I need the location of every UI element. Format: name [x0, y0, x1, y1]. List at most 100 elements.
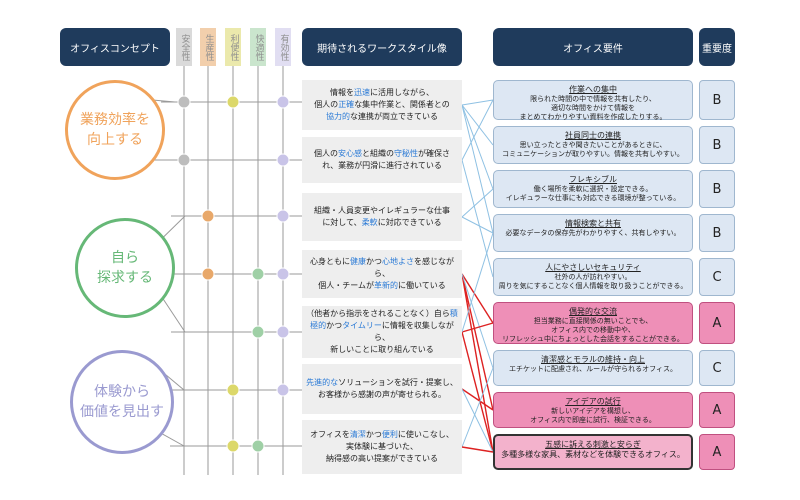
workstyle-requirement-link — [461, 99, 494, 161]
concept-link — [152, 99, 176, 103]
workstyle-requirement-link — [461, 273, 494, 453]
importance-badge: C — [699, 258, 735, 296]
workstyle-box: 先進的なソリューションを試行・提案し、お客様から感謝の声が寄せられる。 — [302, 364, 462, 414]
importance-badge: B — [699, 126, 735, 164]
criterion-dot — [177, 153, 191, 167]
workstyle-box: 情報を迅速に活用しながら、個人の正確な集中作業と、関係者との協力的な連携が両立で… — [302, 80, 462, 130]
workstyle-keyword: 協力的 — [325, 112, 350, 121]
concept-circle: 体験から価値を見出す — [70, 350, 174, 454]
requirement-title: 偶発的な交流 — [569, 307, 617, 316]
workstyle-text: に対応できている — [377, 218, 442, 227]
header-requirement: オフィス要件 — [493, 28, 693, 66]
workstyle-text: かつ — [365, 430, 382, 439]
requirement-title: 作業への集中 — [569, 85, 617, 94]
workstyle-requirement-link — [461, 273, 494, 411]
requirement-description: 適切な時間をかけて情報を — [551, 104, 635, 112]
requirement-card: 人にやさしいセキュリティ社外の人が訪れやすい。周りを気にすることなく個人情報を取… — [493, 258, 693, 296]
criterion-header: 生産性 — [200, 28, 216, 66]
workstyle-box: 心身ともに健康かつ心地よさを感じながら、個人・チームが革新的に働いている — [302, 250, 462, 298]
criterion-dot — [226, 383, 240, 397]
workstyle-box: （他者から指示をされることなく）自ら積極的かつタイムリーに情報を収集しながら、新… — [302, 306, 462, 358]
workstyle-keyword: 革新的 — [374, 281, 398, 290]
workstyle-requirement-link — [461, 367, 494, 448]
requirement-description: 働く場所を柔軟に選択・設定できる。 — [533, 185, 653, 193]
requirement-title: アイデアの試行 — [565, 397, 621, 406]
workstyle-requirement-link — [461, 331, 494, 453]
workstyle-requirement-link — [461, 232, 494, 333]
workstyle-text: な集中作業と、関係者との — [354, 100, 450, 109]
criterion-dot — [276, 209, 290, 223]
requirement-description: 担当業務に直接関係の無いことでも、 — [533, 317, 653, 325]
workstyle-requirement-link — [461, 216, 494, 234]
concept-circle: 自ら探求する — [75, 218, 175, 318]
workstyle-text: 個人・チームが — [318, 281, 374, 290]
workstyle-keyword: 健康 — [350, 257, 366, 266]
workstyle-text: 情報を — [329, 88, 354, 97]
requirement-title: 人にやさしいセキュリティ — [545, 263, 641, 272]
requirement-card: 偶発的な交流担当業務に直接関係の無いことでも、オフィス内での移動中や、リフレッシ… — [493, 302, 693, 344]
concept-label: 向上する — [87, 132, 143, 148]
workstyle-keyword: 便利 — [381, 430, 398, 439]
workstyle-keyword: 柔軟 — [361, 218, 378, 227]
criterion-dot — [276, 383, 290, 397]
concept-label: 価値を見出す — [80, 404, 164, 420]
workstyle-text: （他者から指示をされることなく）自ら — [306, 309, 450, 318]
criterion-dot — [251, 267, 265, 281]
workstyle-keyword: 心地よさ — [382, 257, 414, 266]
importance-badge: A — [699, 302, 735, 344]
workstyle-keyword: 積 — [449, 309, 458, 318]
workstyle-keyword: 先進的な — [306, 378, 339, 387]
workstyle-keyword: 清潔 — [349, 430, 366, 439]
requirement-title: 社員同士の連携 — [565, 131, 621, 140]
importance-badge: B — [699, 170, 735, 208]
workstyle-text: に働いている — [398, 281, 446, 290]
requirement-card: 作業への集中限られた時間の中で情報を共有したり、適切な時間をかけて情報をまとめて… — [493, 80, 693, 121]
workstyle-text: オフィスを — [310, 430, 350, 439]
requirement-card: アイデアの試行新しいアイデアを構想し、オフィス内で即座に試行、検証できる。 — [493, 392, 693, 428]
requirement-description: 思い立ったときや聞きたいことがあるときに、 — [519, 141, 667, 149]
criterion-dot — [226, 95, 240, 109]
criterion-header: 安全性 — [176, 28, 192, 66]
workstyle-text: れ、業務が円滑に進行されている — [322, 161, 442, 170]
header-importance: 重要度 — [699, 28, 735, 66]
workstyle-text: に情報を収集しながら、 — [374, 321, 454, 342]
requirement-description: リフレッシュ中にちょっとした会話をすることができる。 — [502, 335, 684, 343]
criterion-dot — [177, 95, 191, 109]
workstyle-text: が確保さ — [418, 149, 450, 158]
requirement-title: 情報検索と共有 — [565, 219, 621, 228]
workstyle-requirement-link — [461, 188, 494, 218]
workstyle-requirement-link — [461, 104, 494, 190]
requirement-title: 清潔感とモラルの維持・向上 — [541, 355, 645, 364]
requirement-title: フレキシブル — [569, 175, 617, 184]
workstyle-text: 心身ともに — [310, 257, 350, 266]
requirement-description: 限られた時間の中で情報を共有したり、 — [530, 95, 656, 103]
requirement-description: 多種多様な家具、素材などを体験できるオフィス。 — [501, 450, 685, 459]
criterion-header: 快適性 — [250, 28, 266, 66]
requirement-description: 社外の人が訪れやすい。 — [554, 273, 632, 281]
workstyle-keyword: 守秘性 — [394, 149, 418, 158]
workstyle-requirement-link — [461, 446, 494, 453]
requirement-description: エチケットに配慮され、ルールが守られるオフィス。 — [509, 365, 677, 373]
criterion-dot — [276, 267, 290, 281]
workstyle-text: 組織・人員変更やイレギュラーな仕事 — [314, 206, 450, 215]
workstyle-keyword: 極的 — [310, 321, 327, 330]
workstyle-requirement-link — [461, 322, 494, 333]
workstyle-requirement-link — [461, 388, 494, 453]
workstyle-requirement-link — [461, 273, 494, 324]
requirement-title: 五感に訴える刺激と安らぎ — [545, 440, 641, 449]
workstyle-requirement-link — [461, 388, 494, 411]
requirement-description: 必要なデータの保存先がわかりやすく、共有しやすい。 — [505, 229, 681, 237]
workstyle-text: を感じながら、 — [374, 257, 454, 278]
concept-link — [160, 432, 185, 447]
concept-label: 探求する — [97, 270, 153, 286]
workstyle-box: 組織・人員変更やイレギュラーな仕事に対して、柔軟に対応できている — [302, 193, 462, 241]
concept-link — [162, 297, 186, 333]
workstyle-requirement-link — [461, 99, 494, 106]
requirement-description: オフィス内で即座に試行、検証できる。 — [530, 416, 656, 424]
requirement-card: 清潔感とモラルの維持・向上エチケットに配慮され、ルールが守られるオフィス。 — [493, 350, 693, 386]
importance-badge: A — [699, 434, 735, 470]
workstyle-text: と組織の — [362, 149, 394, 158]
workstyle-text: な連携が両立できている — [349, 112, 438, 121]
